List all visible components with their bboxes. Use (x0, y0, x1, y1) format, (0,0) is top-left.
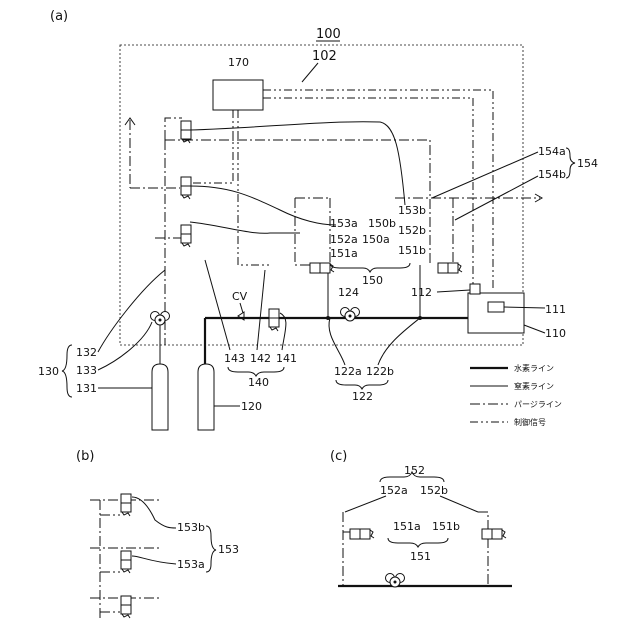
label-143: 143 (224, 352, 245, 365)
valve-c-151a (350, 529, 374, 539)
label-151a: 151a (330, 247, 358, 260)
label-112: 112 (411, 286, 432, 299)
cylinder-120 (198, 364, 214, 430)
label-133: 133 (76, 364, 97, 377)
control-signal-line (263, 90, 493, 288)
panel-c-label: (c) (330, 449, 347, 464)
valve-c-151b (482, 529, 506, 539)
label-122a: 122a (334, 365, 362, 378)
label-100: 100 (316, 27, 341, 42)
label-124: 124 (338, 286, 359, 299)
label-151b: 151b (398, 244, 426, 257)
label-102: 102 (312, 49, 337, 64)
legend-hydrogen: 水素ライン (514, 363, 554, 373)
label-131: 131 (76, 382, 97, 395)
legend: 水素ライン 窒素ライン パージライン 制御信号 (470, 363, 562, 427)
label-152b: 152b (398, 224, 426, 237)
label-150b: 150b (368, 217, 396, 230)
panel-b-label: (b) (76, 449, 94, 464)
legend-purge: パージライン (514, 400, 562, 409)
fuel-cell-110 (468, 293, 524, 333)
label-130: 130 (38, 365, 59, 378)
label-132: 132 (76, 346, 97, 359)
purge-valve-low (181, 225, 191, 247)
valve-151b (438, 263, 462, 273)
label-152a: 152a (330, 233, 358, 246)
legend-nitrogen: 窒素ライン (514, 381, 554, 391)
label-150: 150 (362, 274, 383, 287)
valve-b-mid (121, 551, 131, 573)
component-111 (488, 302, 504, 312)
label-c-152a: 152a (380, 484, 408, 497)
valve-b-top (121, 494, 131, 516)
label-154a: 154a (538, 145, 566, 158)
label-153a: 153a (330, 217, 358, 230)
label-b-153b: 153b (177, 521, 205, 534)
label-111: 111 (545, 303, 566, 316)
legend-control: 制御信号 (514, 417, 546, 427)
purge-valve-mid (181, 177, 191, 199)
label-154b: 154b (538, 168, 566, 181)
label-cv: CV (232, 290, 248, 303)
label-154: 154 (577, 157, 598, 170)
label-122: 122 (352, 390, 373, 403)
label-150a: 150a (362, 233, 390, 246)
label-c-151a: 151a (393, 520, 421, 533)
label-110: 110 (545, 327, 566, 340)
label-c-152b: 152b (420, 484, 448, 497)
label-b-153: 153 (218, 543, 239, 556)
purge-line (165, 140, 430, 265)
label-120: 120 (241, 400, 262, 413)
label-141: 141 (276, 352, 297, 365)
label-c-151: 151 (410, 550, 431, 563)
label-142: 142 (250, 352, 271, 365)
sensor-112 (470, 284, 480, 294)
pressure-gauge-133 (151, 312, 170, 326)
valve-b-low (121, 596, 131, 618)
label-b-153a: 153a (177, 558, 205, 571)
valve-141 (269, 309, 279, 331)
label-153b: 153b (398, 204, 426, 217)
controller-170 (213, 80, 263, 110)
panel-a-label: (a) (50, 9, 68, 24)
label-140: 140 (248, 376, 269, 389)
label-c-151b: 151b (432, 520, 460, 533)
cylinder-131 (152, 364, 168, 430)
label-122b: 122b (366, 365, 394, 378)
label-170: 170 (228, 56, 249, 69)
